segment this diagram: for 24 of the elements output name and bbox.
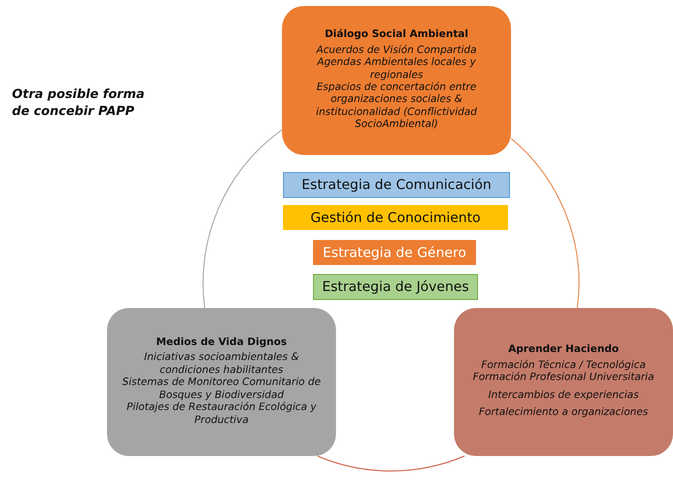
box-item: Iniciativas socioambientales & condiciones habilitantes <box>143 352 300 377</box>
strategy-bar: Estrategia de Comunicación <box>283 172 510 198</box>
box-item: Agendas Ambientales locales y regionales <box>316 57 477 82</box>
box-item: Acuerdos de Visión Compartida <box>316 44 477 57</box>
box-heading: Diálogo Social Ambiental <box>324 29 468 42</box>
component-box <box>282 6 511 155</box>
box-heading: Medios de Vida Dignos <box>156 336 287 350</box>
component-box <box>454 308 673 456</box>
strategy-bar: Estrategia de Género <box>313 240 476 265</box>
box-item: Intercambios de experiencias <box>488 390 639 402</box>
box-item: Formación Técnica / Tecnológica <box>481 360 646 372</box>
cycle-arc <box>510 138 580 308</box>
strategy-bar: Estrategia de Jóvenes <box>313 274 478 300</box>
component-box <box>107 308 336 456</box>
box-heading: Aprender Haciendo <box>508 344 619 357</box>
box-item: Formación Profesional Universitaria <box>472 372 654 385</box>
box-item: Espacios de concertación entre organizaciones sociales & institucionalidad (Conflictividad SocioAmbiental) <box>315 82 478 132</box>
side-note: Otra posible forma de concebir PAPP <box>12 86 146 120</box>
strategy-bar: Gestión de Conocimiento <box>283 205 508 230</box>
box-item: Fortalecimiento a organizaciones <box>478 407 648 420</box>
cycle-arc <box>316 456 465 472</box>
cycle-arc <box>202 129 282 308</box>
box-item: Pilotajes de Restauración Ecológica y Productiva <box>126 402 318 428</box>
box-item: Sistemas de Monitoreo Comunitario de Bosques y Biodiversidad <box>121 377 322 402</box>
